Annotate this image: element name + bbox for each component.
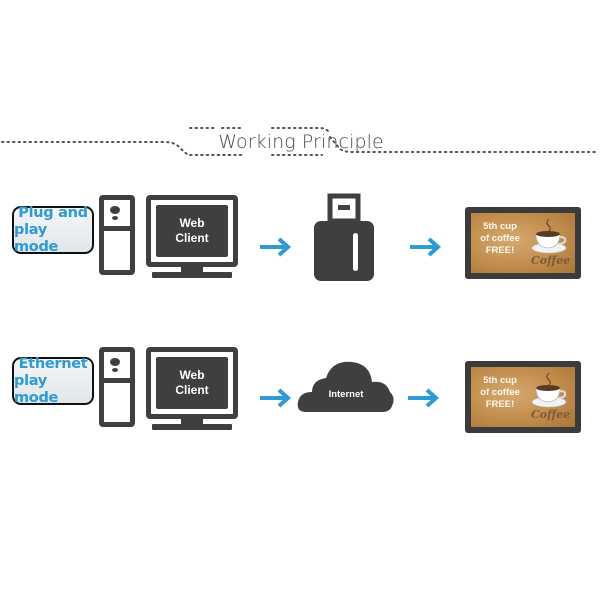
computer-tower bbox=[99, 195, 135, 275]
monitor-screen: Web Client bbox=[156, 357, 228, 409]
monitor-neck bbox=[181, 267, 203, 274]
mode-label-line-2: play mode bbox=[14, 372, 59, 406]
title-divider bbox=[1, 127, 599, 156]
computer-tower bbox=[99, 347, 135, 427]
dotted-line-left bbox=[1, 141, 243, 156]
promo-line-1: 5th cup bbox=[483, 221, 517, 232]
page-title: Working Principle bbox=[218, 131, 384, 153]
cloud-label: Internet bbox=[328, 389, 364, 400]
digital-signage-display-icon: 5th cup of coffee FREE! Coffee bbox=[465, 207, 581, 279]
tower-button bbox=[110, 206, 120, 214]
client-label-line-1: Web bbox=[179, 368, 205, 382]
tower-divider bbox=[104, 378, 130, 383]
mode-badge-plug-and-play: Plug and play mode bbox=[12, 204, 94, 255]
display-screen: 5th cup of coffee FREE! Coffee bbox=[471, 367, 575, 427]
arrow-right-icon bbox=[260, 237, 292, 257]
promo-line-2: of coffee bbox=[480, 387, 520, 398]
dotted-line-right bbox=[329, 136, 599, 153]
mode-badge-ethernet-play: Ethernet play mode bbox=[12, 355, 94, 406]
monitor-neck bbox=[181, 419, 203, 426]
monitor-base bbox=[152, 424, 232, 430]
client-label-line-1: Web bbox=[179, 216, 205, 230]
tower-light bbox=[112, 216, 118, 220]
coffee-brand: Coffee bbox=[531, 408, 571, 421]
promo-line-2: of coffee bbox=[480, 233, 520, 244]
arrow-right-icon bbox=[260, 388, 292, 408]
computer-monitor: Web Client bbox=[146, 347, 238, 419]
coffee-brand: Coffee bbox=[531, 254, 571, 267]
mode-label-line-1: Ethernet bbox=[18, 355, 88, 372]
tower-light bbox=[112, 368, 118, 372]
arrow-right-icon bbox=[410, 237, 442, 257]
coffee-cup-icon bbox=[531, 218, 567, 254]
computer-monitor: Web Client bbox=[146, 195, 238, 267]
client-label-line-2: Client bbox=[175, 383, 209, 397]
promo-text: 5th cup of coffee FREE! bbox=[471, 221, 529, 257]
promo-text: 5th cup of coffee FREE! bbox=[471, 375, 529, 411]
promo-line-3: FREE! bbox=[485, 399, 515, 410]
usb-drive-icon bbox=[314, 193, 374, 281]
promo-line-1: 5th cup bbox=[483, 375, 517, 386]
cloud-shape bbox=[297, 361, 394, 412]
promo-line-3: FREE! bbox=[485, 245, 515, 256]
display-screen: 5th cup of coffee FREE! Coffee bbox=[471, 213, 575, 273]
digital-signage-display-icon: 5th cup of coffee FREE! Coffee bbox=[465, 361, 581, 433]
monitor-base bbox=[152, 272, 232, 278]
client-label-line-2: Client bbox=[175, 231, 209, 245]
tower-button bbox=[110, 358, 120, 366]
coffee-cup-icon bbox=[531, 372, 567, 408]
tower-divider bbox=[104, 226, 130, 231]
cloud-icon: Internet bbox=[296, 358, 396, 414]
mode-label-line-2: play mode bbox=[14, 221, 59, 255]
monitor-screen: Web Client bbox=[156, 205, 228, 257]
mode-label-line-1: Plug and bbox=[18, 204, 88, 221]
arrow-right-icon bbox=[408, 388, 440, 408]
